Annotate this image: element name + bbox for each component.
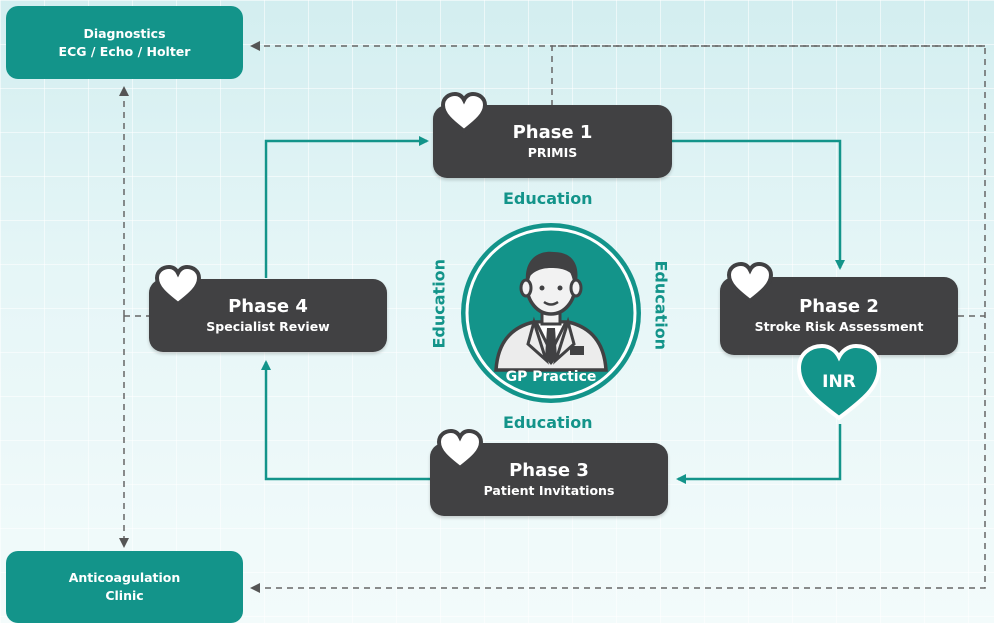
phase-4-title: Phase 4 — [228, 295, 308, 317]
phase-1-title: Phase 1 — [512, 121, 593, 143]
inr-heart-icon — [796, 343, 882, 421]
arrow-phase3-to-phase4 — [261, 360, 430, 481]
arrow-phase4-to-phase1 — [264, 136, 429, 278]
diagnostics-subtitle: ECG / Echo / Holter — [58, 43, 191, 59]
heart-icon — [726, 262, 774, 304]
phase-3-subtitle: Patient Invitations — [483, 482, 615, 498]
education-label-right: Education — [651, 260, 671, 351]
heart-icon — [440, 92, 488, 134]
phase-3-title: Phase 3 — [509, 459, 589, 481]
education-label-top: Education — [503, 189, 593, 208]
phase-2-subtitle: Stroke Risk Assessment — [754, 319, 924, 334]
anticoagulation-box: Anticoagulation Clinic — [6, 551, 243, 623]
gp-practice-label: GP Practice — [505, 369, 597, 385]
diagnostics-box: Diagnostics ECG / Echo / Holter — [6, 6, 243, 79]
heart-icon — [154, 265, 202, 307]
phase-1-subtitle: PRIMIS — [527, 144, 578, 160]
gp-practice-circle — [461, 223, 641, 403]
anticoagulation-subtitle: Clinic — [105, 588, 144, 603]
doctor-icon — [494, 251, 608, 372]
arrow-phase2-to-phase3 — [676, 424, 842, 484]
anticoagulation-title: Anticoagulation — [68, 570, 181, 585]
phase-2-box: Phase 2 Stroke Risk Assessment — [720, 277, 958, 355]
phase-2-title: Phase 2 — [799, 296, 879, 317]
dashed-loop-top — [250, 45, 986, 593]
education-label-left: Education — [429, 258, 449, 349]
education-label-bottom: Education — [503, 413, 593, 432]
inr-label: INR — [822, 372, 856, 392]
phase-4-subtitle: Specialist Review — [206, 318, 330, 334]
diagnostics-title: Diagnostics — [83, 25, 166, 41]
heart-icon — [436, 429, 484, 471]
arrow-phase1-to-phase2 — [672, 139, 845, 270]
